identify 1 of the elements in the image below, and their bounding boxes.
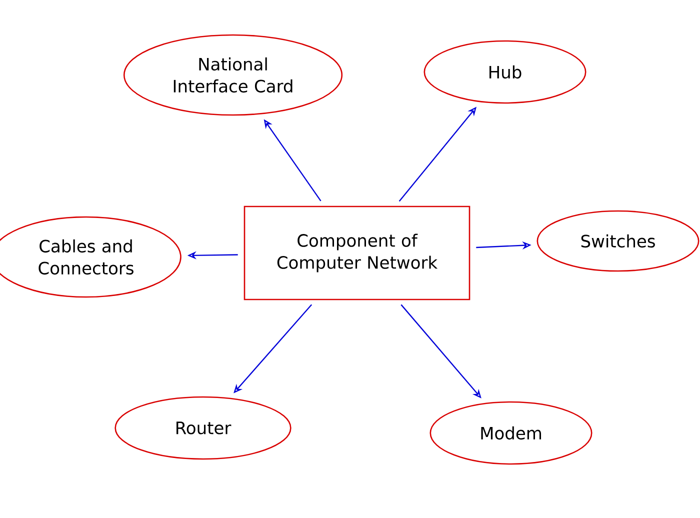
topic-box: Component of Computer Network (244, 206, 470, 300)
